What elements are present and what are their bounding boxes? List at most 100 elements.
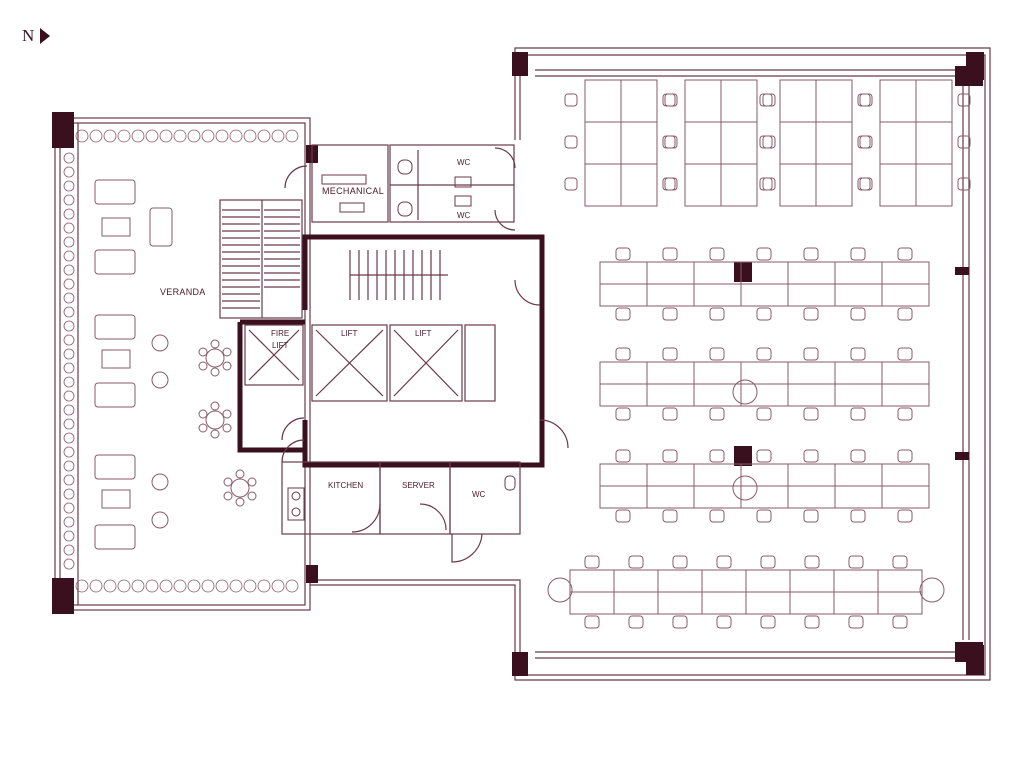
chair (662, 247, 678, 261)
planter-shrub (63, 390, 75, 402)
desk (646, 283, 695, 307)
planter-shrub (89, 129, 103, 143)
round-table (205, 348, 225, 368)
planter-shrub (173, 129, 187, 143)
planter-shrub (75, 579, 89, 593)
desk (569, 591, 615, 615)
chair (850, 509, 866, 523)
outer-walls (54, 47, 991, 681)
chair (628, 555, 644, 569)
chair (756, 509, 772, 523)
coffee-table (101, 349, 131, 369)
stool (222, 347, 232, 357)
planter-shrub (187, 129, 201, 143)
chair (662, 307, 678, 321)
desk (620, 163, 658, 207)
planter-shrub (63, 166, 75, 178)
desk (915, 79, 953, 123)
planter-shrub (63, 362, 75, 374)
planter-shrub (63, 334, 75, 346)
desk (881, 383, 930, 407)
desk (684, 121, 722, 165)
stool (198, 361, 208, 371)
planter-shrub (117, 129, 131, 143)
desk (646, 463, 695, 487)
planter-shrub (285, 129, 299, 143)
desk (915, 163, 953, 207)
lounge-chair (151, 371, 169, 389)
desk (881, 361, 930, 385)
sofa (94, 179, 136, 205)
plant (732, 379, 758, 405)
desk (879, 121, 917, 165)
chair (709, 247, 725, 261)
desk (789, 569, 835, 593)
sofa (94, 249, 136, 275)
chair (850, 347, 866, 361)
desk (881, 485, 930, 509)
desk (834, 463, 883, 487)
planter-shrub (103, 129, 117, 143)
server-label: SERVER (402, 481, 435, 490)
chair (709, 307, 725, 321)
sofa (94, 454, 136, 480)
planter-shrub (63, 222, 75, 234)
veranda-label: VERANDA (160, 287, 206, 297)
north-label: N (22, 26, 35, 45)
chair (709, 449, 725, 463)
sofa (94, 382, 136, 408)
chair (662, 347, 678, 361)
office-furniture (547, 79, 971, 629)
stool (223, 477, 233, 487)
stool (223, 491, 233, 501)
planter-shrub (103, 579, 117, 593)
planter-shrub (63, 306, 75, 318)
chair (804, 555, 820, 569)
desk (879, 79, 917, 123)
desk (646, 383, 695, 407)
chair (615, 307, 631, 321)
chair (897, 509, 913, 523)
desk (599, 485, 648, 509)
desk (815, 163, 853, 207)
stool (210, 401, 220, 411)
planter-shrub (89, 579, 103, 593)
wc-upper-label-2: WC (457, 211, 471, 220)
planter-shrub (63, 558, 75, 570)
planter-shrub (271, 129, 285, 143)
chair (584, 555, 600, 569)
compass: N (22, 26, 51, 46)
desk (815, 79, 853, 123)
chair (716, 555, 732, 569)
chair (897, 449, 913, 463)
chair (850, 247, 866, 261)
desk (684, 79, 722, 123)
armchair (149, 207, 173, 247)
chair (762, 93, 776, 107)
chair (892, 555, 908, 569)
chair (662, 407, 678, 421)
desk (877, 569, 923, 593)
chair (897, 347, 913, 361)
chair (859, 93, 873, 107)
desk (787, 463, 836, 487)
chair (803, 449, 819, 463)
planter-shrub (229, 129, 243, 143)
coffee-table (101, 489, 131, 509)
desk (745, 569, 791, 593)
desk (701, 591, 747, 615)
planter-shrub (63, 432, 75, 444)
desk (879, 163, 917, 207)
chair (957, 93, 971, 107)
chair (756, 307, 772, 321)
desk (720, 121, 758, 165)
stool (247, 491, 257, 501)
planter-shrub (63, 544, 75, 556)
chair (803, 247, 819, 261)
columns (52, 52, 984, 676)
desk (740, 463, 789, 487)
desk (584, 79, 622, 123)
stool (235, 469, 245, 479)
desk (779, 121, 817, 165)
planter-shrub (187, 579, 201, 593)
